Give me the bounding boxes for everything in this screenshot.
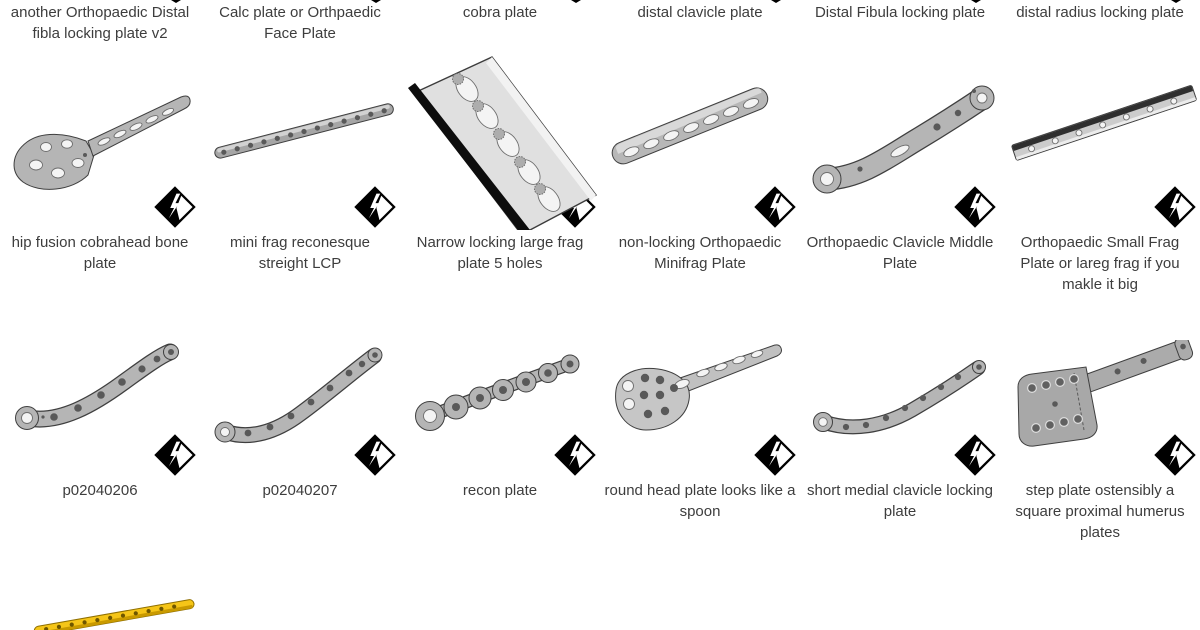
model-card: hip fusion cobrahead bone plate [0,232,200,295]
model-caption: cobra plate [462,4,538,21]
thumbnail-curved-plate-p02040207[interactable] [200,340,400,478]
thumbnail-curved-plate-p02040206[interactable] [0,340,200,478]
model-caption: non-locking Orthopaedic Minifrag Plate [618,234,782,272]
model-card [600,340,800,478]
model-card: recon plate [400,480,600,543]
model-card: Distal Fibula locking plate [800,2,1000,44]
gallery-row-captions-1: hip fusion cobrahead bone plate mini fra… [0,232,1200,295]
model-caption: hip fusion cobrahead bone plate [11,234,189,272]
model-caption: p02040207 [262,482,338,499]
gallery-row-images-1 [0,55,1200,230]
model-card: distal radius locking plate [1000,2,1200,44]
thumbnail-clavicle-middle-plate[interactable] [800,55,1000,230]
model-card: p02040207 [200,480,400,543]
model-card: mini frag reconesque streight LCP [200,232,400,295]
model-card [800,340,1000,478]
model-caption: Orthopaedic Clavicle Middle Plate [806,234,994,272]
model-card: Narrow locking large frag plate 5 holes [400,232,600,295]
model-card: cobra plate [400,2,600,44]
model-card [200,340,400,478]
thumbnail-narrow-locking-large-frag-plate[interactable] [400,55,600,230]
cropped-watermark-tip [171,0,181,3]
model-card [1000,340,1200,478]
model-card: distal clavicle plate [600,2,800,44]
thumbnail-hip-fusion-cobrahead-bone-plate[interactable] [0,55,200,230]
model-caption: Orthopaedic Small Frag Plate or lareg fr… [1020,234,1180,293]
gallery-row-captions-2: p02040206 p02040207 recon plate round he… [0,480,1200,543]
model-card: Calc plate or Orthpaedic Face Plate [200,2,400,44]
thumbnail-non-locking-minifrag-plate[interactable] [600,55,800,230]
gallery-row-images-2 [0,340,1200,478]
model-card [1000,55,1200,230]
model-caption: Distal Fibula locking plate [814,4,986,21]
model-caption: Narrow locking large frag plate 5 holes [416,234,584,272]
model-card [0,340,200,478]
model-card: step plate ostensibly a square proximal … [1000,480,1200,543]
model-caption: recon plate [462,482,538,499]
model-card [0,55,200,230]
gallery-row-captions-top: another Orthopaedic Distal fibla locking… [0,2,1200,44]
cropped-watermark-tip [371,0,381,3]
cropped-watermark-tip [571,0,581,3]
model-card: p02040206 [0,480,200,543]
model-card: short medial clavicle locking plate [800,480,1000,543]
model-caption: mini frag reconesque streight LCP [229,234,371,272]
thumbnail-round-head-spoon-plate[interactable] [600,340,800,478]
model-card [0,598,200,630]
model-card [400,55,600,230]
model-card: Orthopaedic Small Frag Plate or lareg fr… [1000,232,1200,295]
model-card [400,340,600,478]
model-caption: step plate ostensibly a square proximal … [1015,482,1185,541]
thumbnail-yellow-narrow-locking-plate[interactable] [0,598,200,630]
model-card: Orthopaedic Clavicle Middle Plate [800,232,1000,295]
model-caption: short medial clavicle locking plate [807,482,993,520]
model-caption: distal radius locking plate [1016,4,1184,21]
model-caption: round head plate looks like a spoon [604,482,796,520]
gallery-row-images-3-cropped [0,598,1200,630]
model-caption: Calc plate or Orthpaedic Face Plate [219,4,381,42]
model-caption: another Orthopaedic Distal fibla locking… [10,4,190,42]
model-caption: distal clavicle plate [637,4,763,21]
thumbnail-step-plate-proximal-humerus[interactable] [1000,340,1200,478]
thumbnail-mini-frag-straight-lcp[interactable] [200,55,400,230]
model-card [200,55,400,230]
model-card: non-locking Orthopaedic Minifrag Plate [600,232,800,295]
cropped-watermark-tip [971,0,981,3]
model-card [800,55,1000,230]
model-card [600,55,800,230]
cropped-watermark-tip [1171,0,1181,3]
thumbnail-recon-plate[interactable] [400,340,600,478]
model-card: another Orthopaedic Distal fibla locking… [0,2,200,44]
model-caption: p02040206 [62,482,138,499]
thumbnail-short-medial-clavicle-plate[interactable] [800,340,1000,478]
thumbnail-small-frag-angle-plate[interactable] [1000,55,1200,230]
model-card: round head plate looks like a spoon [600,480,800,543]
cropped-watermark-tip [771,0,781,3]
